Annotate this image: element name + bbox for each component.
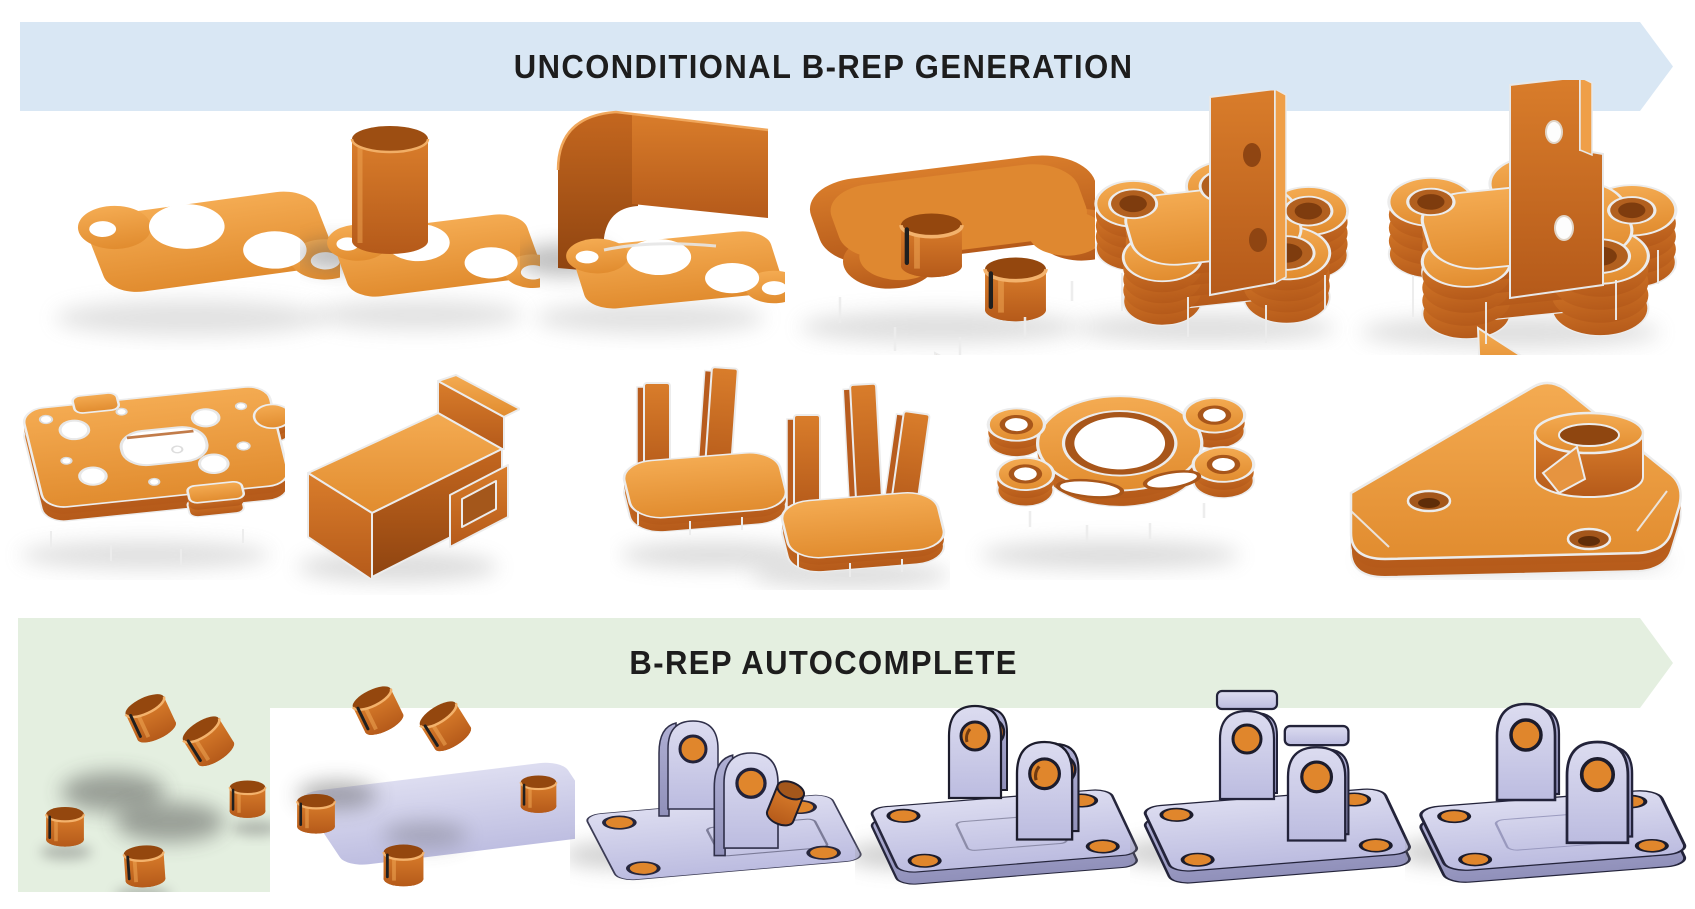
banner-autocomplete-label: B-REP AUTOCOMPLETE [629, 644, 1018, 681]
render-sample-1 [17, 375, 285, 569]
render-autocomplete-input [40, 687, 270, 892]
banner-autocomplete: B-REP AUTOCOMPLETE [20, 618, 1673, 708]
render-gen-step-6 [1360, 80, 1690, 355]
render-gen-step-5 [1075, 90, 1355, 343]
render-autocomplete-final [1405, 702, 1687, 883]
render-autocomplete-step-5 [1130, 689, 1411, 884]
render-autocomplete-step-4 [855, 704, 1139, 885]
render-gen-step-3 [520, 110, 785, 334]
render-sample-4 [980, 387, 1259, 569]
render-gen-step-2 [300, 126, 540, 330]
render-autocomplete-step-2 [295, 685, 575, 889]
render-gen-step-1 [55, 176, 340, 336]
banner-unconditional-label: UNCONDITIONAL B-REP GENERATION [513, 47, 1134, 85]
render-gen-step-4 [800, 148, 1095, 355]
render-sample-5 [1349, 381, 1682, 578]
render-sample-2 [298, 374, 520, 582]
render-autocomplete-step-3 [570, 720, 862, 881]
render-sample-3 [618, 366, 950, 588]
banner-unconditional-generation: UNCONDITIONAL B-REP GENERATION [20, 22, 1673, 111]
